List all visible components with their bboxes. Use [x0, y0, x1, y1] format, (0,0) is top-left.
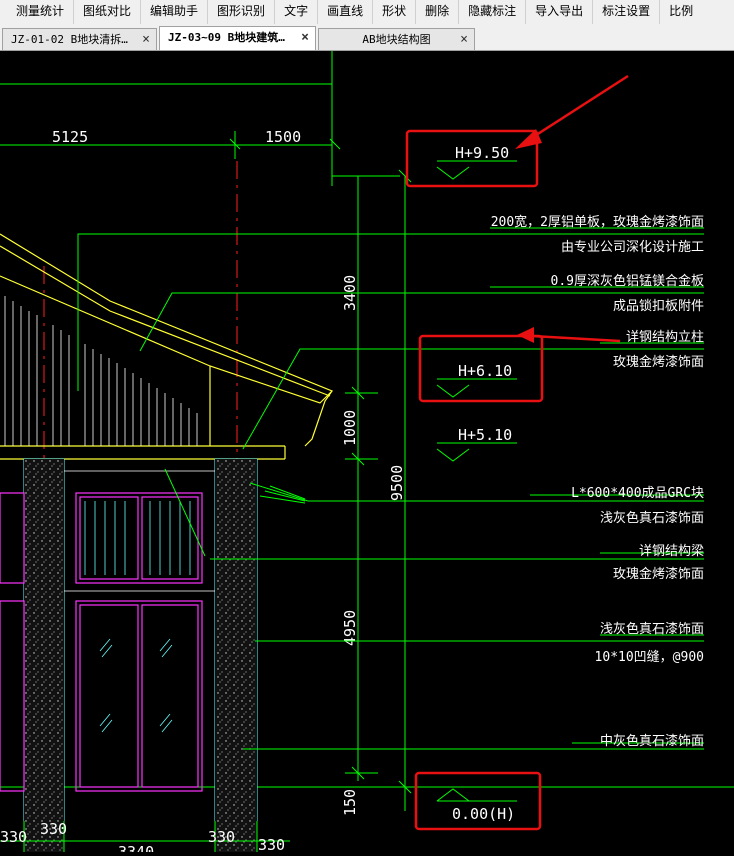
dim-bottom-330-c: 330 [208, 828, 235, 846]
annotation-13: 中灰色真石漆饰面 [600, 733, 704, 749]
dim-1000: 1000 [341, 410, 359, 446]
annotation-5: 详钢结构立柱 [626, 330, 704, 345]
elevation-markers [436, 160, 517, 802]
annotation-3: 0.9厚深灰色铝锰镁合金板 [551, 273, 704, 289]
annotation-arrows [515, 74, 629, 343]
tab-jz-01-02[interactable]: JZ-01-02 B地块清拆… × [2, 28, 157, 50]
highlight-box-h000 [414, 771, 542, 831]
windows [0, 492, 203, 792]
dim-1500: 1500 [265, 128, 301, 146]
arrow-head-icon [517, 327, 534, 343]
menu-annotation-settings[interactable]: 标注设置 [593, 0, 661, 24]
annotation-12: 10*10凹缝，@900 [595, 650, 704, 665]
dim-bottom-330-d: 330 [258, 836, 285, 852]
highlight-boxes [405, 129, 544, 831]
menu-drawing-compare[interactable]: 图纸对比 [74, 0, 142, 24]
highlight-box-h610 [418, 334, 544, 403]
stone-columns [23, 458, 258, 853]
tab-ab-structure[interactable]: AB地块结构图 × [318, 28, 475, 50]
dimension-lines-vertical [0, 169, 734, 811]
document-tabs: JZ-01-02 B地块清拆… × JZ-03~09 B地块建筑… × AB地块… [0, 24, 734, 51]
tab-label: JZ-03~09 B地块建筑… [168, 31, 285, 44]
dim-5125: 5125 [52, 128, 88, 146]
dim-150: 150 [341, 789, 359, 816]
elevation-labels: H+9.50 H+6.10 H+5.10 0.00(H) [452, 144, 515, 823]
menu-scale[interactable]: 比例 [669, 4, 694, 18]
dim-9500: 9500 [388, 465, 406, 501]
menu-draw-line[interactable]: 画直线 [318, 0, 374, 24]
window-mullions [84, 501, 191, 733]
close-icon[interactable]: × [301, 30, 309, 45]
menu-shape[interactable]: 形状 [373, 0, 417, 24]
dim-bottom-330-a: 330 [0, 828, 27, 846]
axis-lines [43, 161, 238, 852]
tab-jz-03-09[interactable]: JZ-03~09 B地块建筑… × [159, 26, 316, 50]
close-icon[interactable]: × [460, 32, 468, 47]
menu-measure-stats[interactable]: 测量统计 [0, 0, 75, 24]
annotation-texts: 200宽，2厚铝单板，玫瑰金烤漆饰面 由专业公司深化设计施工 0.9厚深灰色铝锰… [491, 214, 704, 749]
dimension-text-top: 5125 1500 [52, 128, 301, 146]
annotation-4: 成品锁扣板附件 [613, 298, 704, 314]
elevation-5-10: H+5.10 [458, 426, 512, 444]
tab-label: JZ-01-02 B地块清拆… [11, 33, 128, 46]
arrow-line-2 [531, 334, 621, 343]
elevation-6-10: H+6.10 [458, 362, 512, 380]
elevation-9-50: H+9.50 [455, 144, 509, 162]
dimension-text-vertical: 3400 1000 9500 4950 150 [341, 275, 406, 816]
elevation-0-00: 0.00(H) [452, 805, 515, 823]
dimension-lines-bottom [0, 821, 290, 852]
dim-bottom-330-b: 330 [40, 820, 67, 838]
wall-lines [64, 470, 215, 592]
annotation-11: 浅灰色真石漆饰面 [600, 621, 704, 637]
annotation-1: 200宽，2厚铝单板，玫瑰金烤漆饰面 [491, 214, 704, 230]
menu-text[interactable]: 文字 [275, 0, 319, 24]
menu-edit-assistant[interactable]: 编辑助手 [141, 0, 209, 24]
menu-hide-annotation[interactable]: 隐藏标注 [459, 0, 527, 24]
arrow-head-icon [515, 129, 542, 149]
roof-outline [0, 233, 334, 460]
toolbar: 测量统计 图纸对比 编辑助手 图形识别 文字 画直线 形状 删除 隐藏标注 导入… [0, 0, 734, 25]
annotation-2: 由专业公司深化设计施工 [561, 240, 704, 255]
menu-delete[interactable]: 删除 [416, 0, 460, 24]
annotation-10: 玫瑰金烤漆饰面 [613, 566, 704, 582]
menu-import-export[interactable]: 导入导出 [526, 0, 594, 24]
dimension-lines-top [0, 51, 400, 186]
arrow-line-1 [529, 74, 629, 141]
leader-lines [77, 227, 704, 750]
tab-label: AB地块结构图 [362, 33, 431, 46]
annotation-9: 详钢结构梁 [639, 544, 704, 559]
annotation-6: 玫瑰金烤漆饰面 [613, 354, 704, 370]
highlight-box-h950 [405, 129, 539, 188]
dim-4950: 4950 [341, 610, 359, 646]
dim-bottom-3340: 3340 [118, 843, 154, 852]
annotation-7: L*600*400成品GRC块 [571, 486, 704, 501]
drawing-canvas[interactable]: 5125 1500 3400 1000 9500 4950 150 [0, 51, 734, 856]
annotation-8: 浅灰色真石漆饰面 [600, 510, 704, 526]
roof-cladding [4, 296, 198, 446]
close-icon[interactable]: × [142, 32, 150, 47]
menu-shape-recognition[interactable]: 图形识别 [208, 0, 276, 24]
